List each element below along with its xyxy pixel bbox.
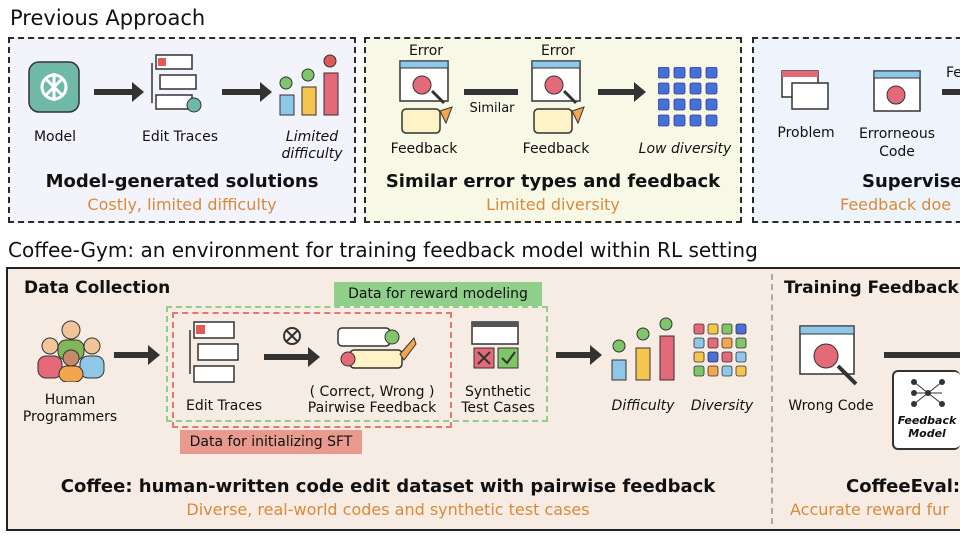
neural-network-icon — [911, 379, 945, 407]
bug-window-left-icon — [398, 59, 452, 105]
panel2-subheading: Limited diversity — [486, 195, 620, 214]
coffeeeval-subheading: Accurate reward fur — [790, 500, 949, 519]
erroneous-code-label: Errorneous Code — [858, 126, 936, 160]
coffee-heading: Coffee: human-written code edit dataset … — [60, 476, 716, 497]
similar-label: Similar — [469, 101, 515, 116]
wrong-code-label: Wrong Code — [788, 398, 874, 414]
diversity-grid-icon — [692, 322, 748, 380]
panel-similar-errors: Error Feedback Similar Error Feedback Lo… — [364, 37, 742, 223]
sft-label: Data for initializing SFT — [189, 434, 353, 450]
synthetic-test-cases-icon — [468, 320, 524, 376]
human-programmers-icon — [36, 318, 106, 383]
panel-supervise: Fe Problem Errorneous Code Supervise Fee… — [752, 37, 960, 223]
edit-traces-coffee-icon — [186, 320, 250, 388]
synthetic-test-cases-label: Synthetic Test Cases — [461, 384, 535, 416]
coffee-subheading: Diverse, real-world codes and synthetic … — [186, 500, 590, 519]
coffee-gym-title: Coffee-Gym: an environment for training … — [8, 238, 758, 262]
arrow-2 — [222, 82, 272, 102]
panel-model-generated: Model Edit Traces Limited difficulty Mod… — [8, 37, 356, 223]
error-left-label: Error — [408, 43, 444, 59]
panel1-heading: Model-generated solutions — [45, 171, 319, 192]
section-divider — [771, 274, 773, 524]
difficulty-bars-icon — [278, 53, 340, 117]
data-collection-label: Data Collection — [24, 278, 171, 298]
feedback-right-label: Feedback — [522, 141, 590, 157]
limited-difficulty-label: Limited difficulty — [281, 129, 343, 162]
human-programmers-label: Human Programmers — [22, 392, 118, 425]
low-diversity-grid-icon — [657, 66, 718, 127]
model-knot-icon — [278, 322, 306, 350]
erroneous-code-icon — [872, 69, 922, 115]
arrow-5 — [114, 345, 160, 365]
pairwise-feedback-icon — [334, 324, 418, 374]
wrong-code-icon — [798, 324, 862, 386]
difficulty-label: Difficulty — [611, 398, 675, 414]
arrow-8 — [884, 352, 960, 358]
pairwise-feedback-label: ( Correct, Wrong ) Pairwise Feedback — [307, 384, 437, 416]
feedback-pencil-left-icon — [400, 105, 454, 139]
previous-approach-title: Previous Approach — [10, 6, 206, 30]
sft-box — [172, 312, 452, 428]
feedback-model-label: Feedback Model — [897, 414, 957, 440]
model-logo-icon — [28, 61, 80, 113]
reward-modeling-tag: Data for reward modeling — [334, 282, 542, 306]
arrow-7 — [556, 345, 602, 365]
feedback-left-label: Feedback — [390, 141, 458, 157]
arrow-3 — [598, 82, 646, 102]
problem-label: Problem — [777, 125, 835, 141]
training-feedback-label: Training Feedback — [784, 278, 959, 298]
difficulty-bars-coffee-icon — [610, 316, 676, 382]
coffeeeval-heading: CoffeeEval: — [846, 476, 960, 497]
bug-window-right-icon — [530, 59, 584, 105]
panel3-heading: Supervise — [862, 171, 960, 192]
coffee-gym-panel — [6, 267, 960, 531]
low-diversity-label: Low diversity — [638, 141, 732, 157]
panel2-heading: Similar error types and feedback — [385, 171, 721, 192]
panel3-subheading: Feedback doe — [840, 195, 952, 214]
feedback-model-box: Feedback Model — [892, 370, 960, 450]
reward-modeling-label: Data for reward modeling — [348, 286, 528, 302]
reward-modeling-box — [166, 306, 548, 422]
edit-traces-coffee-label: Edit Traces — [186, 398, 262, 414]
edit-traces-label: Edit Traces — [142, 129, 218, 145]
diversity-label: Diversity — [690, 398, 754, 414]
sft-tag: Data for initializing SFT — [180, 430, 362, 454]
arrow-1 — [94, 82, 144, 102]
edit-traces-icon — [148, 53, 208, 119]
arrow-4 — [942, 89, 960, 95]
problem-icon — [780, 69, 830, 113]
arrow-6 — [264, 347, 320, 367]
similar-arrow — [464, 89, 518, 95]
fe-label: Fe — [946, 65, 960, 81]
panel1-subheading: Costly, limited difficulty — [87, 195, 277, 214]
error-right-label: Error — [540, 43, 576, 59]
feedback-pencil-right-icon — [532, 105, 586, 139]
model-label: Model — [33, 129, 77, 145]
